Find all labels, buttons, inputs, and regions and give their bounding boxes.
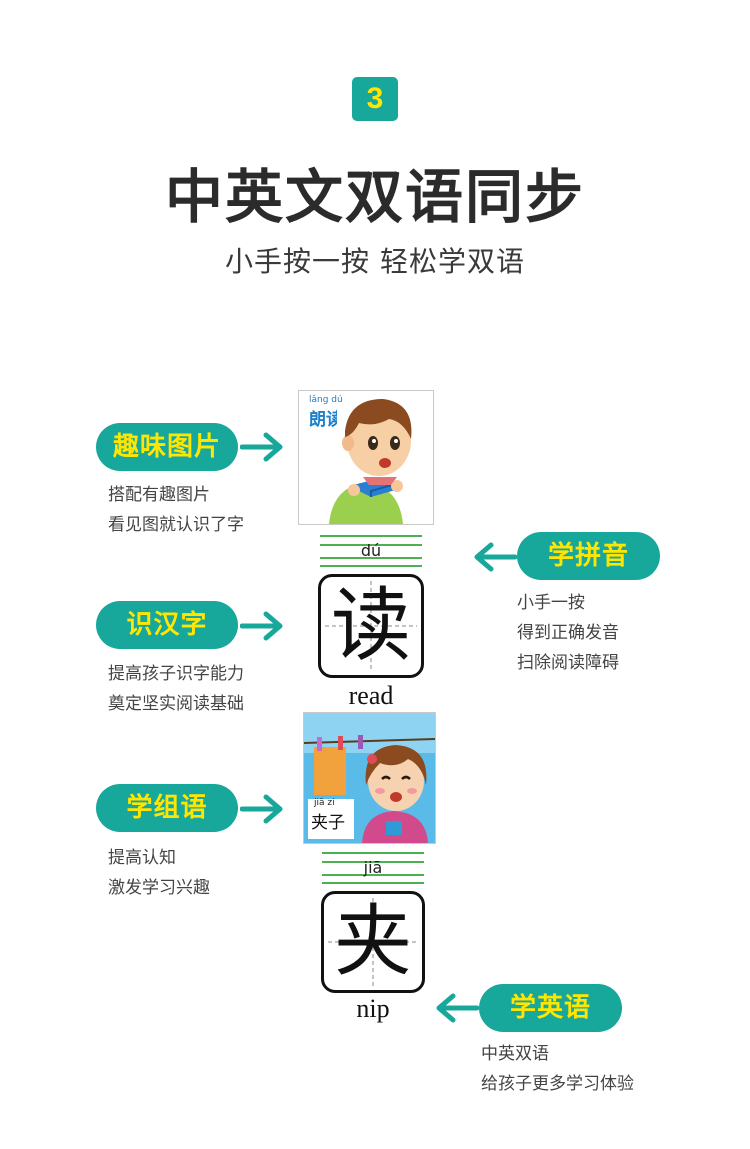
arrow-right-icon xyxy=(240,794,283,824)
desc-line: 扫除阅读障碍 xyxy=(517,653,619,673)
feature-pill-english: 学英语 xyxy=(479,984,622,1032)
english-word-read: read xyxy=(348,681,394,710)
step-number-badge: 3 xyxy=(352,77,398,121)
feature-pill-characters: 识汉字 xyxy=(96,601,238,649)
pinyin-guide-lines xyxy=(320,535,422,567)
arrow-left-icon xyxy=(436,993,479,1023)
page-title: 中英文双语同步 xyxy=(164,163,585,231)
desc-line: 搭配有趣图片 xyxy=(108,485,210,505)
grid-guide-lines xyxy=(328,898,418,986)
desc-line: 奠定坚实阅读基础 xyxy=(108,694,244,714)
picture-pinyin: jiā zi xyxy=(314,798,335,808)
feature-desc-fun-pictures: 搭配有趣图片 看见图就认识了字 xyxy=(108,480,244,540)
picture-pinyin: lǎng dú xyxy=(309,395,343,405)
desc-line: 小手一按 xyxy=(517,593,585,613)
feature-desc-pinyin: 小手一按 得到正确发音 扫除阅读障碍 xyxy=(517,588,619,678)
picture-word: 夹子 xyxy=(311,813,345,833)
arrow-right-icon xyxy=(240,611,283,641)
girl-with-clips-illustration xyxy=(304,713,435,843)
character-card-jia[interactable]: 夹 xyxy=(321,891,425,993)
desc-line: 看见图就认识了字 xyxy=(108,515,244,535)
pinyin-guide-lines xyxy=(322,852,424,884)
big-character: 夹 xyxy=(333,897,412,987)
picture-card-nip[interactable]: jiā zi 夹子 xyxy=(303,712,436,844)
picture-word: 朗读 xyxy=(309,410,337,430)
picture-card-read[interactable]: lǎng dú 朗读 xyxy=(298,390,434,525)
desc-line: 激发学习兴趣 xyxy=(108,878,210,898)
page-subtitle: 小手按一按 轻松学双语 xyxy=(225,245,525,278)
desc-line: 得到正确发音 xyxy=(517,623,619,643)
big-character: 读 xyxy=(331,579,411,672)
feature-desc-characters: 提高孩子识字能力 奠定坚实阅读基础 xyxy=(108,659,244,719)
desc-line: 提高认知 xyxy=(108,848,176,868)
feature-desc-word-groups: 提高认知 激发学习兴趣 xyxy=(108,843,210,903)
feature-pill-fun-pictures: 趣味图片 xyxy=(96,423,238,471)
desc-line: 中英双语 xyxy=(481,1044,549,1064)
english-word-nip: nip xyxy=(356,994,390,1023)
grid-guide-lines xyxy=(325,581,417,671)
feature-pill-pinyin: 学拼音 xyxy=(517,532,660,580)
pinyin-text-du: dú xyxy=(360,541,382,560)
feature-pill-word-groups: 学组语 xyxy=(96,784,238,832)
pinyin-text-jia: jiā xyxy=(363,858,383,877)
arrow-right-icon xyxy=(240,432,283,462)
character-card-du[interactable]: 读 xyxy=(318,574,424,678)
arrow-left-icon xyxy=(474,542,517,572)
boy-reading-illustration xyxy=(299,391,433,524)
desc-line: 给孩子更多学习体验 xyxy=(481,1074,634,1094)
desc-line: 提高孩子识字能力 xyxy=(108,664,244,684)
feature-desc-english: 中英双语 给孩子更多学习体验 xyxy=(481,1039,634,1099)
